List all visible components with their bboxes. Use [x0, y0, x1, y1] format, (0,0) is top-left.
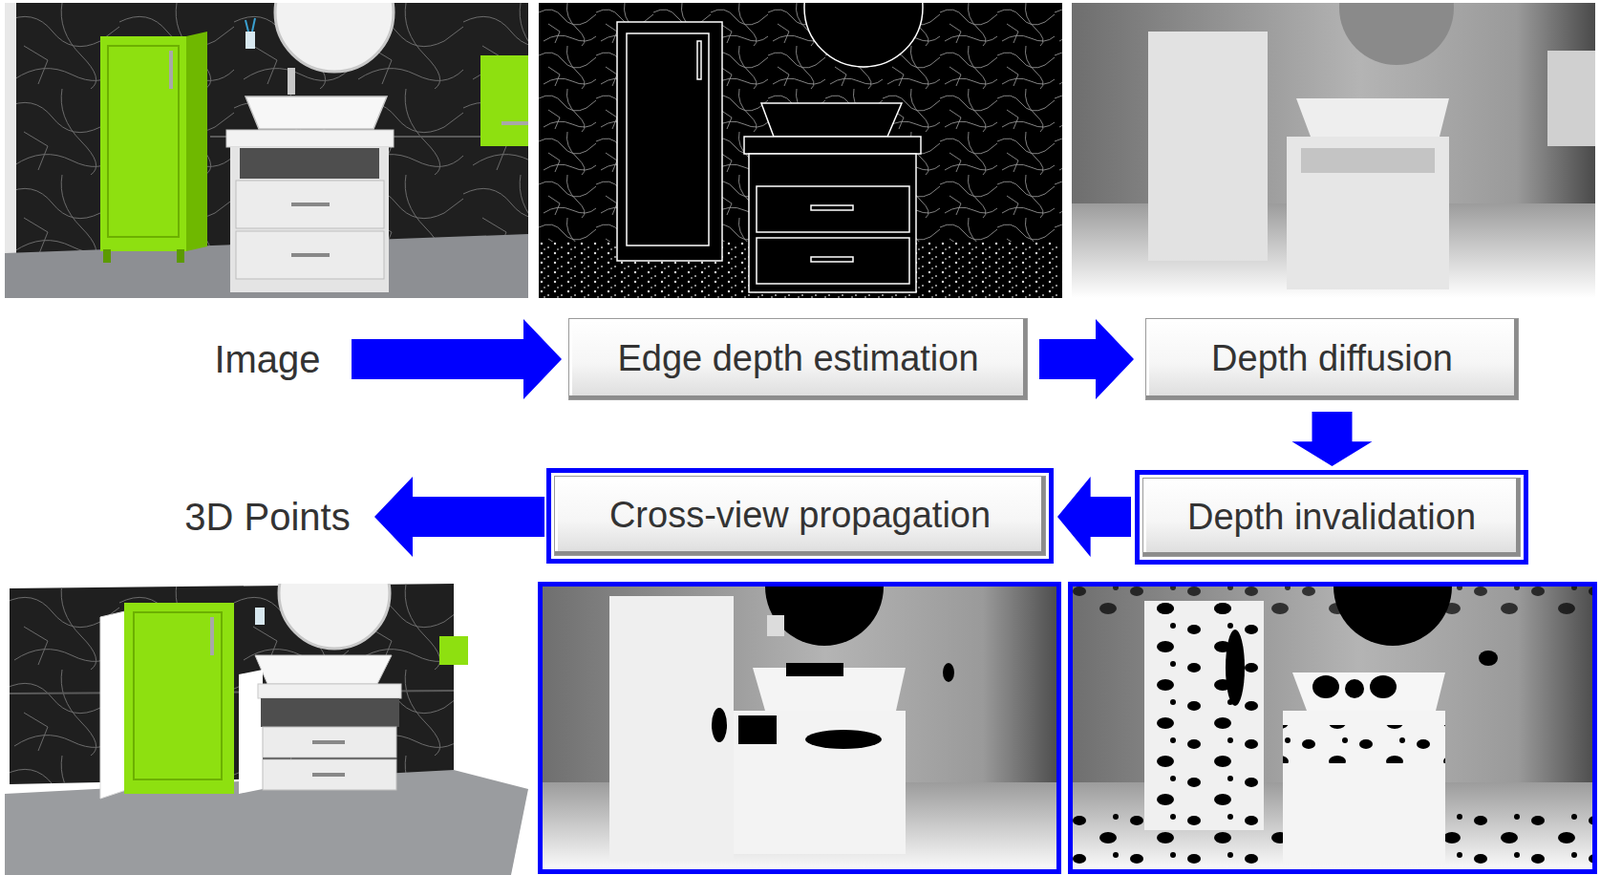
box-label: Edge depth estimation: [617, 339, 979, 380]
propagated-depth-map: [537, 527, 1062, 875]
block-arrow: [1057, 476, 1131, 557]
invalidated-depth-map: [1067, 527, 1598, 875]
block-arrow: [351, 319, 562, 400]
stage-label: Image: [213, 338, 320, 381]
depth-map: [1071, 2, 1596, 299]
stage-label: 3D Points: [184, 495, 350, 538]
block-arrow: [1292, 411, 1373, 467]
box-label: Depth invalidation: [1187, 497, 1476, 538]
process-box: Depth diffusion: [1145, 318, 1519, 401]
block-arrow: [1039, 319, 1134, 400]
edge-map: [538, 2, 1063, 299]
process-box: Depth invalidation: [1142, 477, 1521, 557]
process-box: Edge depth estimation: [568, 318, 1028, 401]
block-arrow: [374, 476, 545, 557]
box-label: Cross-view propagation: [609, 495, 991, 536]
input-photo: [4, 2, 529, 299]
process-box: Cross-view propagation: [554, 475, 1046, 556]
point-cloud: [4, 583, 529, 875]
box-label: Depth diffusion: [1211, 339, 1453, 380]
